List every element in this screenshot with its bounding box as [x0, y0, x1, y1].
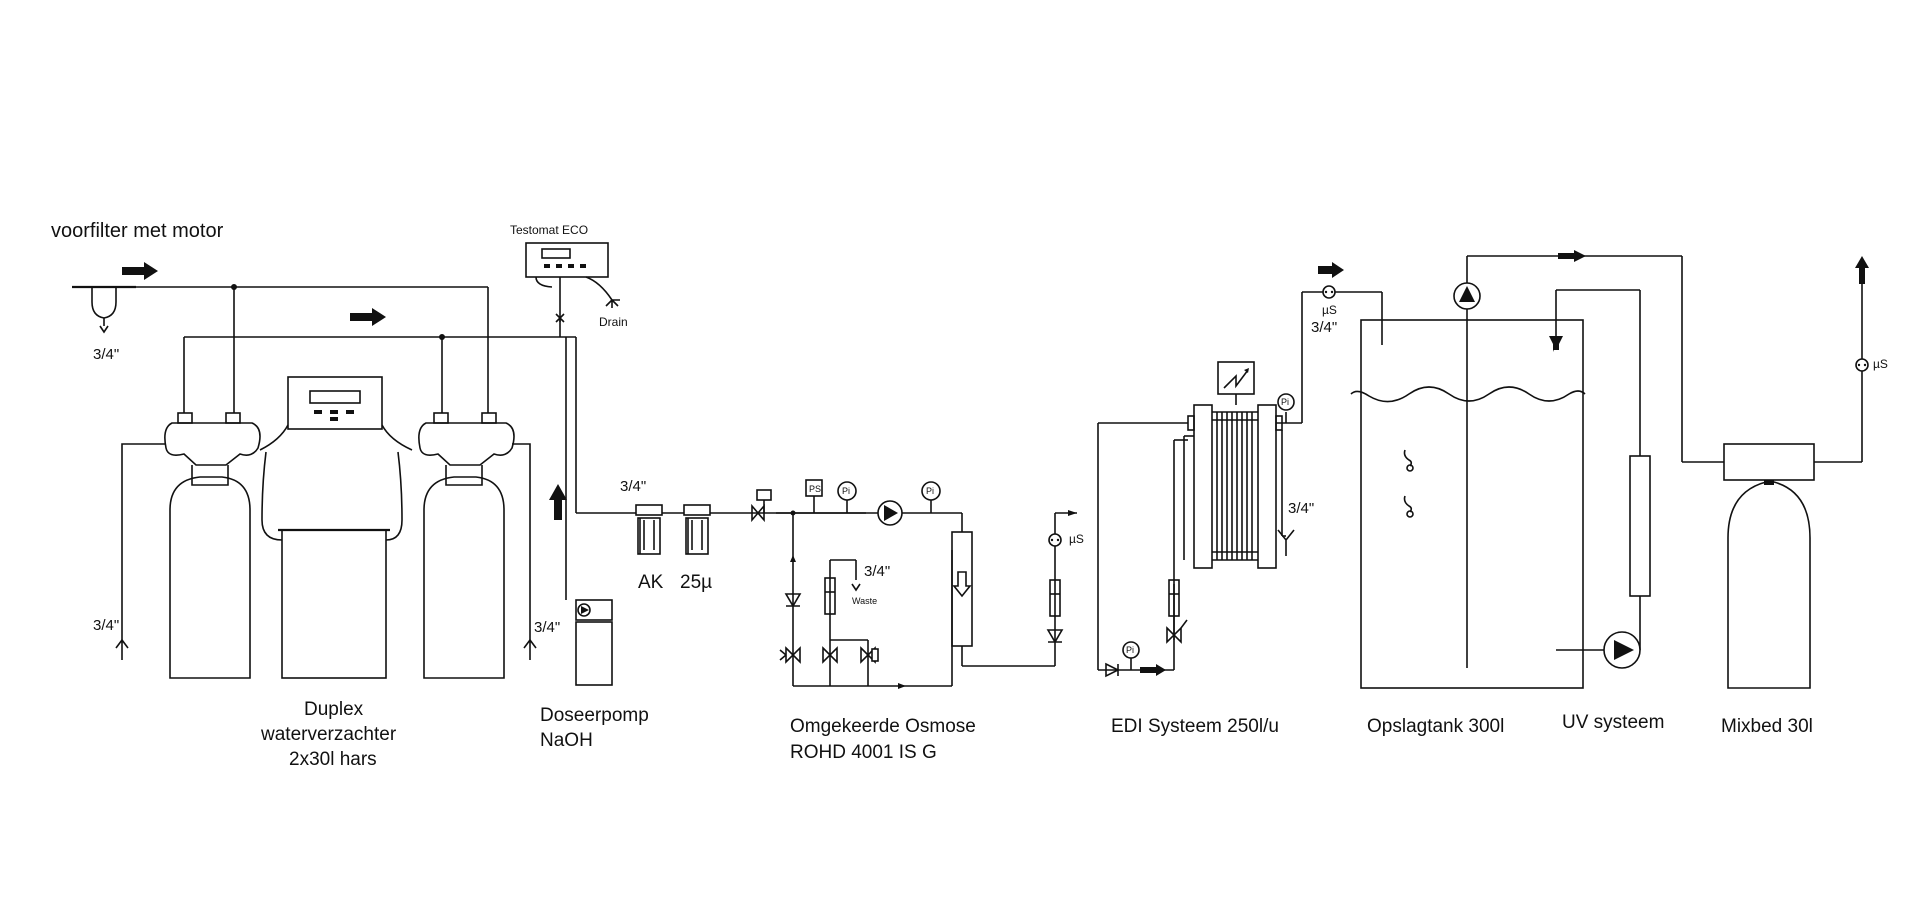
dosing-title-line2: NaOH: [540, 730, 593, 751]
softener-right-vessel: [418, 287, 537, 679]
filter-25-micron: [683, 504, 711, 555]
pressure-gauge-1: [837, 481, 857, 513]
softener-title-line1: Duplex: [304, 699, 364, 720]
tank-title: Opslagtank 300l: [1367, 716, 1505, 737]
flow-arrow-icon: [350, 308, 386, 326]
ro-permeate-conductivity-label: µS: [1069, 532, 1084, 546]
filter-ak: [635, 504, 663, 555]
ak-filter-label: AK: [638, 572, 664, 593]
testomat-label: Testomat ECO: [510, 223, 589, 237]
edi-concentrate-loop: [1166, 435, 1194, 644]
edi-out-gauge-label: Pi: [1281, 397, 1290, 407]
prefilter-symbol: [72, 285, 136, 334]
micron-filter-label: 25µ: [680, 572, 713, 593]
edi-drain-line: [1277, 430, 1295, 556]
flow-arrow-up-icon: [549, 484, 567, 520]
inlet-size-label: 3/4": [93, 346, 120, 363]
dosing-pump: [565, 337, 866, 686]
tank-supply-pump: [1453, 250, 1682, 668]
mixbed-vessel: [1681, 256, 1869, 689]
ro-title-line1: Omgekeerde Osmose: [790, 716, 976, 737]
filter-size-label: 3/4": [620, 478, 647, 495]
ro-recirc-lines: [779, 513, 952, 689]
dosing-title-line1: Doseerpomp: [540, 705, 649, 726]
pressure-gauge-2: [921, 481, 941, 513]
softener-right-drain-size: 3/4": [534, 619, 561, 636]
ro-permeate-line: [1046, 510, 1077, 666]
testomat-unit: [525, 242, 620, 337]
drain-label: Drain: [599, 315, 628, 329]
edi-out-size-label: 3/4": [1311, 319, 1338, 336]
mixbed-conductivity-label: µS: [1873, 357, 1888, 371]
storage-tank: [1350, 319, 1586, 689]
flow-arrow-icon: [122, 262, 158, 280]
edi-stack: [1187, 404, 1283, 569]
edi-title: EDI Systeem 250l/u: [1111, 716, 1279, 737]
ro-waste-flowmeter: [822, 559, 879, 686]
softener-title-line3: 2x30l hars: [289, 749, 377, 770]
softener-left-vessel: [115, 287, 261, 679]
gauge-1-label: Pi: [842, 486, 851, 496]
pressure-switch: [805, 479, 823, 513]
waste-size-label: 3/4": [864, 563, 891, 580]
brine-tank: [261, 451, 403, 679]
softener-controller: [259, 376, 413, 451]
edi-conductivity-label: µS: [1322, 303, 1337, 317]
edi-feed-line: [1097, 422, 1188, 678]
edi-power-supply: [1217, 361, 1255, 405]
edi-gauge-label: Pi: [1126, 645, 1135, 655]
ro-high-pressure-pump: [877, 500, 903, 526]
ro-solenoid-valve: [751, 489, 772, 523]
waste-label: Waste: [852, 596, 878, 606]
edi-product-line: [1276, 285, 1383, 424]
flow-arrow-icon: [1318, 262, 1344, 278]
ro-membrane: [951, 513, 1055, 686]
pressure-switch-label: PS: [809, 484, 822, 494]
gauge-2-label: Pi: [926, 486, 935, 496]
softener-left-drain-size: 3/4": [93, 617, 120, 634]
uv-loop: [1549, 289, 1651, 669]
mixbed-title: Mixbed 30l: [1721, 716, 1813, 737]
edi-drain-size-label: 3/4": [1288, 500, 1315, 517]
prefilter-label: voorfilter met motor: [51, 220, 224, 242]
uv-title: UV systeem: [1562, 712, 1665, 733]
softener-title-line2: waterverzachter: [261, 724, 397, 745]
ro-title-line2: ROHD 4001 IS G: [790, 742, 937, 763]
